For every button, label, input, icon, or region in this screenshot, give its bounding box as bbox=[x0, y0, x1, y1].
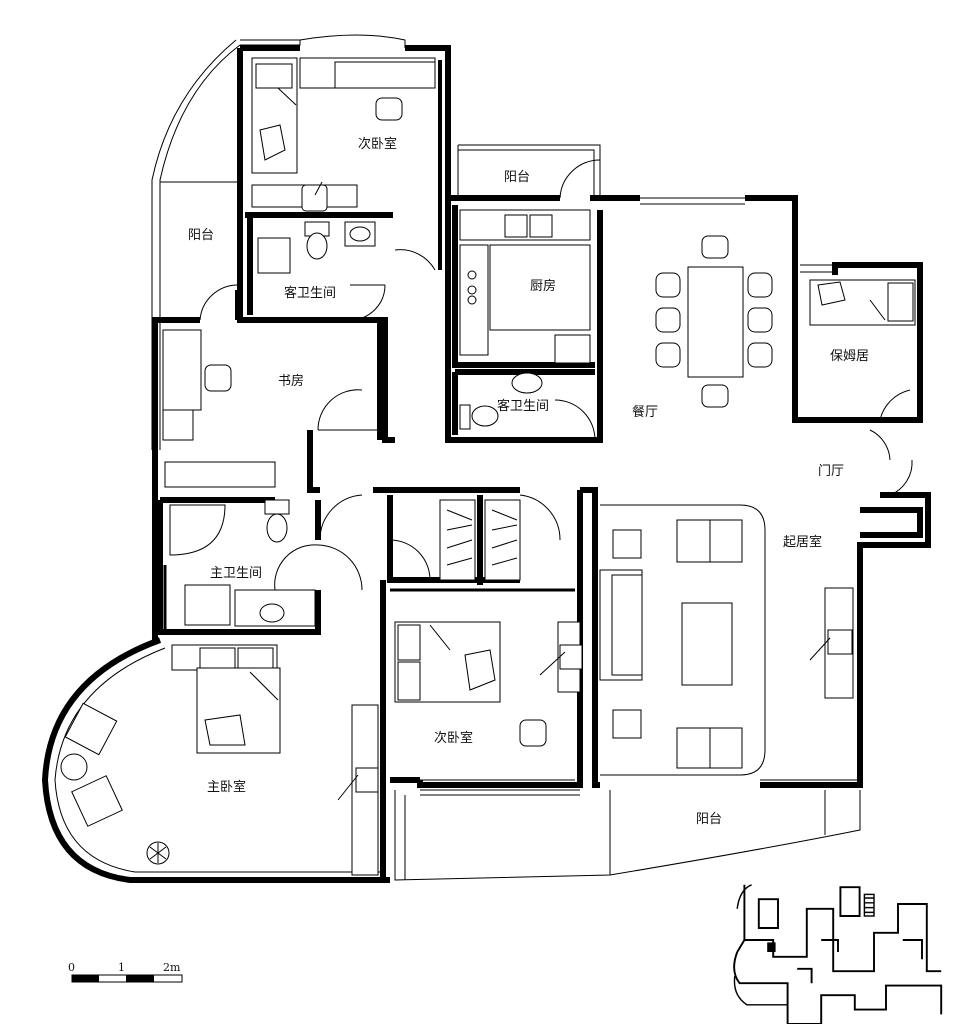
room-label-nanny-room: 保姆居 bbox=[830, 349, 869, 364]
nanny-window bbox=[800, 264, 835, 273]
scale-label-1: 1 bbox=[118, 961, 125, 974]
kitchen-furniture bbox=[459, 159, 601, 364]
scale-label-0: 0 bbox=[68, 961, 75, 974]
key-plan-thumbnail bbox=[733, 884, 943, 1024]
balcony-bottom-window bbox=[420, 789, 580, 796]
foyer-doors bbox=[869, 429, 920, 496]
room-label-balcony-top: 阳台 bbox=[504, 170, 530, 185]
guest-bath-mid-furniture bbox=[459, 372, 596, 441]
room-label-bedroom-mid: 次卧室 bbox=[434, 730, 473, 746]
bedroom-mid-furniture bbox=[394, 621, 583, 781]
nanny-room-furniture bbox=[809, 279, 916, 421]
master-bath-furniture bbox=[169, 499, 363, 627]
scale-label-2m: 2m bbox=[163, 961, 181, 974]
exterior-walls bbox=[41, 45, 931, 883]
study-furniture bbox=[162, 284, 380, 488]
room-label-guest-bath-top: 客卫生间 bbox=[284, 285, 336, 301]
scale-bar: 0 1 2m bbox=[68, 961, 183, 983]
room-label-balcony-bottom: 阳台 bbox=[696, 812, 722, 827]
interior-walls bbox=[163, 60, 595, 630]
room-label-dining: 餐厅 bbox=[632, 404, 658, 420]
closet-furniture bbox=[319, 494, 561, 581]
room-label-master-bath: 主卫生间 bbox=[210, 566, 262, 581]
guest-bath-top-furniture bbox=[257, 221, 436, 321]
balcony-left-outline bbox=[151, 34, 406, 450]
bedroom-top-furniture bbox=[251, 57, 436, 212]
room-label-guest-bath-mid: 客卫生间 bbox=[497, 398, 549, 414]
dining-furniture bbox=[640, 197, 773, 408]
master-bedroom-furniture bbox=[60, 644, 379, 876]
balcony-top-outline bbox=[457, 144, 601, 198]
living-furniture bbox=[599, 504, 860, 781]
room-label-kitchen: 厨房 bbox=[530, 278, 556, 294]
room-label-bedroom-top: 次卧室 bbox=[358, 136, 397, 152]
room-label-living: 起居室 bbox=[783, 534, 822, 550]
room-label-study: 书房 bbox=[278, 373, 304, 389]
room-label-master-bedroom: 主卧室 bbox=[207, 779, 246, 795]
room-label-balcony-left: 阳台 bbox=[188, 228, 214, 243]
room-label-foyer: 门厅 bbox=[818, 464, 844, 479]
